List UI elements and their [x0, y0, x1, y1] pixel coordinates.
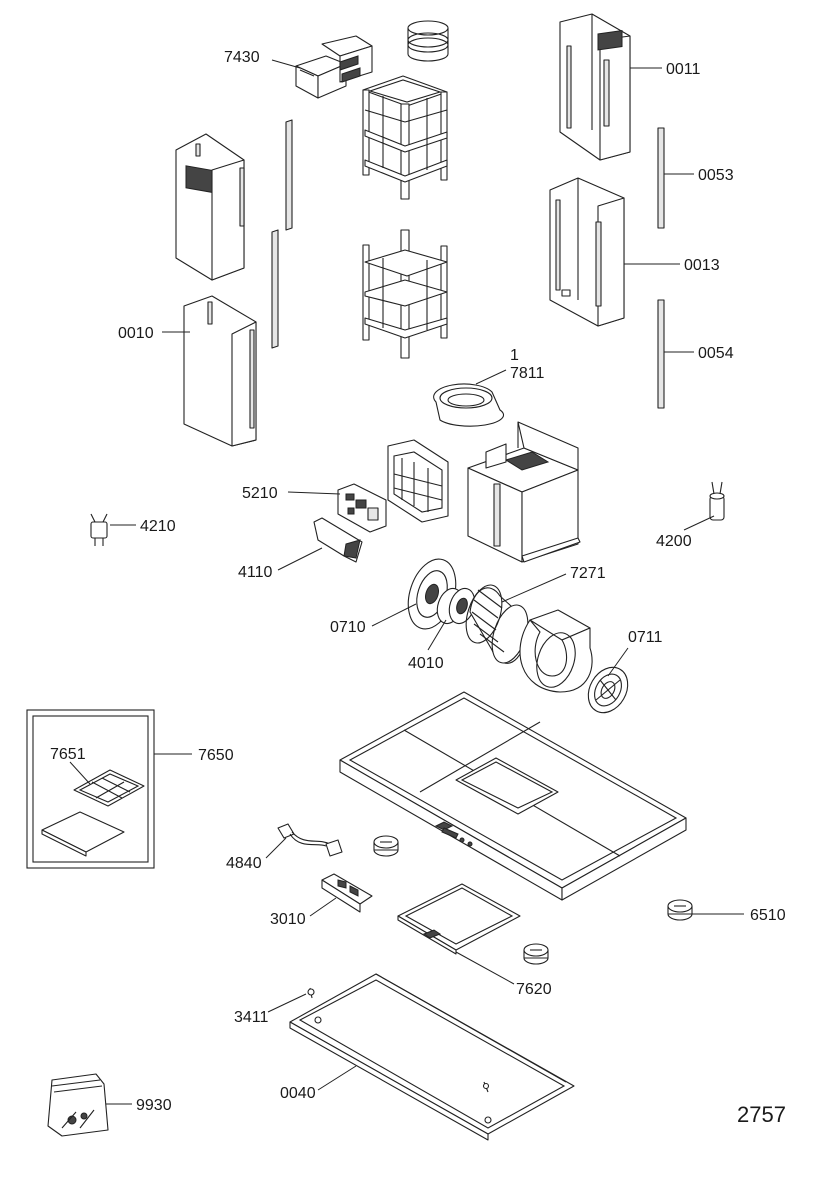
label-4110: 4110 [238, 564, 273, 581]
part-lamp-holder-b[interactable] [523, 943, 549, 965]
part-4840-wiring-harness[interactable] [277, 823, 343, 857]
label-4210: 4210 [140, 518, 176, 535]
part-7271-fan-wheel[interactable] [460, 581, 535, 668]
label-7271: 7271 [570, 565, 606, 582]
part-4010-motor[interactable] [433, 585, 479, 627]
part-7811-valve-flange[interactable] [433, 383, 505, 427]
part-upper-chimney-left[interactable] [175, 133, 245, 281]
label-5210: 5210 [242, 485, 278, 502]
label-9930: 9930 [136, 1097, 172, 1114]
label-6510: 6510 [750, 907, 786, 924]
part-blower-scroll[interactable] [519, 609, 593, 693]
part-hood-body[interactable] [339, 691, 687, 901]
part-6510-lamp-holder[interactable] [667, 899, 693, 921]
part-0054-trim-strip[interactable] [657, 299, 665, 409]
label-0711: 0711 [628, 629, 663, 646]
label-7650: 7650 [198, 747, 234, 764]
label-0053: 0053 [698, 167, 734, 184]
part-0011-upper-chimney[interactable] [559, 13, 631, 161]
part-9930-accessory-bag[interactable] [47, 1073, 109, 1137]
part-0040-bottom-panel[interactable] [289, 973, 575, 1141]
part-lower-frame[interactable] [362, 229, 448, 359]
label-4840: 4840 [226, 855, 262, 872]
label-0011: 0011 [666, 61, 701, 78]
part-duct-collar[interactable] [407, 20, 449, 62]
label-7651: 7651 [50, 746, 86, 763]
label-0013: 0013 [684, 257, 720, 274]
leader-lines [69, 59, 744, 1105]
part-lamp-holder-a[interactable] [373, 835, 399, 857]
part-motor-housing[interactable] [467, 421, 581, 563]
part-5210-control-board[interactable] [337, 483, 387, 533]
label-7430: 7430 [224, 49, 260, 66]
part-0711-fan-grille[interactable] [580, 660, 635, 720]
part-7620-grease-filter[interactable] [397, 883, 521, 955]
part-4210-capacitor[interactable] [90, 513, 108, 546]
label-0710: 0710 [330, 619, 366, 636]
part-side-strip-lower[interactable] [271, 229, 279, 349]
part-0010-lower-chimney[interactable] [183, 295, 257, 447]
label-0040: 0040 [280, 1085, 316, 1102]
label-3010: 3010 [270, 911, 306, 928]
part-0053-trim-strip[interactable] [657, 127, 665, 229]
part-side-strip-upper[interactable] [285, 119, 293, 231]
label-3411: 3411 [234, 1009, 269, 1026]
part-0013-lower-chimney[interactable] [549, 177, 625, 327]
part-7430-duct-adapter[interactable] [295, 35, 373, 99]
label-1: 1 [510, 347, 519, 364]
diagram-number: 2757 [737, 1102, 786, 1127]
part-upper-frame[interactable] [362, 75, 448, 200]
label-0054: 0054 [698, 345, 734, 362]
part-3411-screw[interactable] [307, 987, 315, 999]
label-0010: 0010 [118, 325, 154, 342]
part-filter-frame[interactable] [387, 439, 449, 523]
label-4200: 4200 [656, 533, 692, 550]
part-4200-capacitor[interactable] [709, 481, 725, 521]
part-3010-switch-module[interactable] [321, 873, 373, 913]
part-4110-switch-bracket[interactable] [313, 517, 363, 563]
label-4010: 4010 [408, 655, 444, 672]
label-7620: 7620 [516, 981, 552, 998]
label-7811: 7811 [510, 365, 545, 382]
part-7650-carbon-filter-kit[interactable] [26, 709, 155, 869]
